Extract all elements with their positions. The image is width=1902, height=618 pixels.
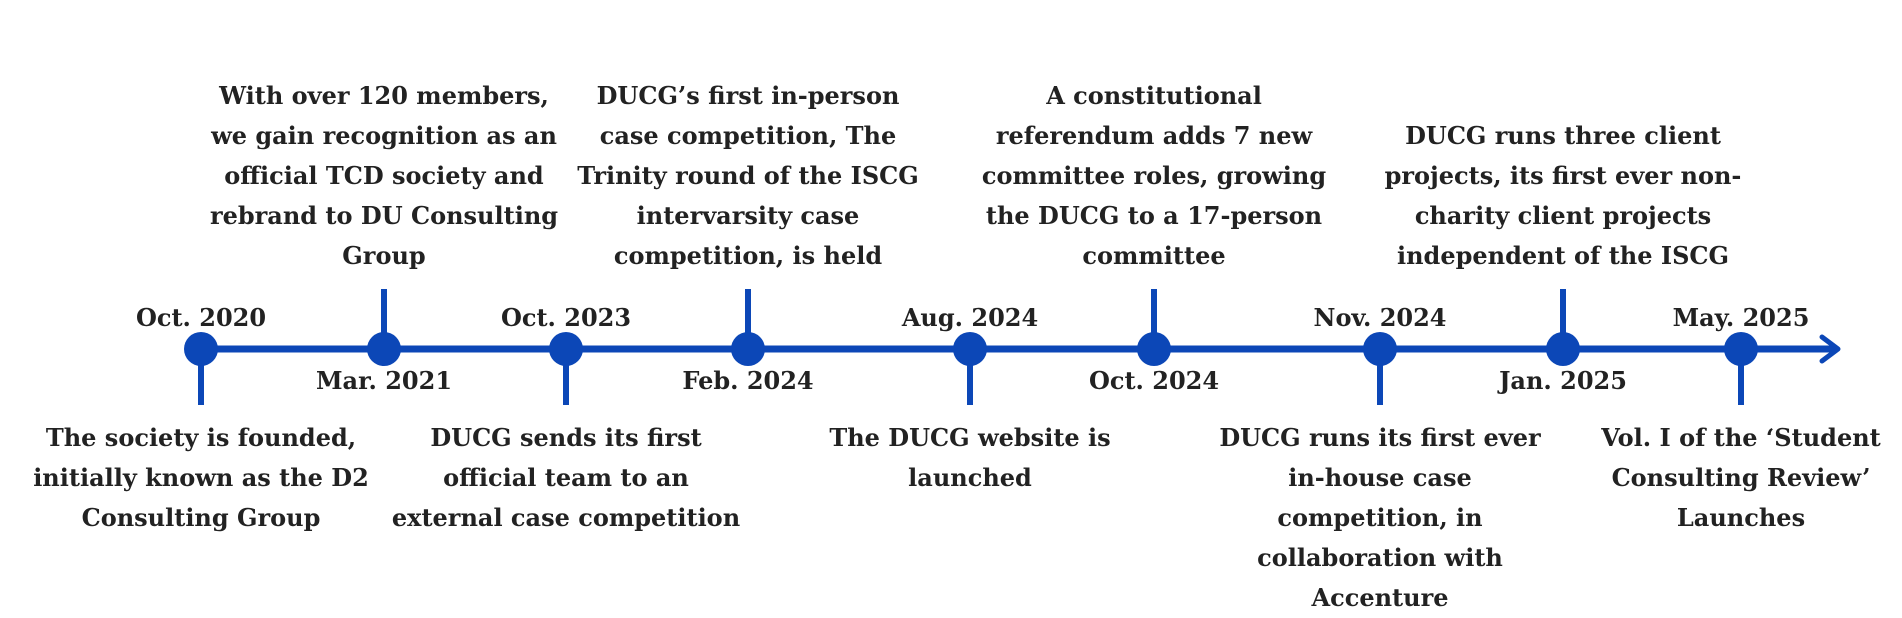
timeline-milestone-dot: [549, 332, 583, 366]
event-date: Mar. 2021: [315, 366, 453, 395]
event-date: Oct. 2020: [135, 303, 267, 332]
event-date: Aug. 2024: [901, 303, 1039, 332]
timeline-milestone-dot: [953, 332, 987, 366]
event-description: Vol. I of the ‘Student Consulting Review…: [1601, 423, 1881, 532]
timeline-milestone-dot: [1137, 332, 1171, 366]
timeline-arrow-icon: [1819, 334, 1841, 364]
timeline-axis: [184, 289, 1841, 405]
timeline-milestone-dot: [184, 332, 218, 366]
event-date: Oct. 2023: [500, 303, 632, 332]
event-date: Jan. 2025: [1499, 366, 1627, 395]
timeline-milestone-dot: [731, 332, 765, 366]
timeline-milestone-dot: [1724, 332, 1758, 366]
event-date: Feb. 2024: [682, 366, 814, 395]
event-description: DUCG runs three client projects, its fir…: [1384, 121, 1742, 270]
event-description: DUCG sends its first official team to an…: [391, 423, 741, 532]
event-date: Oct. 2024: [1088, 366, 1220, 395]
event-date: Nov. 2024: [1313, 303, 1447, 332]
event-description: DUCG runs its first ever in-house case c…: [1219, 423, 1541, 612]
event-description: With over 120 members, we gain recogniti…: [209, 81, 559, 270]
event-description: A constitutional referendum adds 7 new c…: [981, 81, 1327, 270]
timeline-milestone-dot: [1363, 332, 1397, 366]
event-description: DUCG’s first in-person case competition,…: [577, 81, 919, 270]
event-description: The society is founded, initially known …: [33, 423, 369, 532]
event-description: The DUCG website is launched: [829, 423, 1111, 492]
timeline-milestone-dot: [1546, 332, 1580, 366]
timeline-milestone-dot: [367, 332, 401, 366]
event-date: May. 2025: [1672, 303, 1810, 332]
